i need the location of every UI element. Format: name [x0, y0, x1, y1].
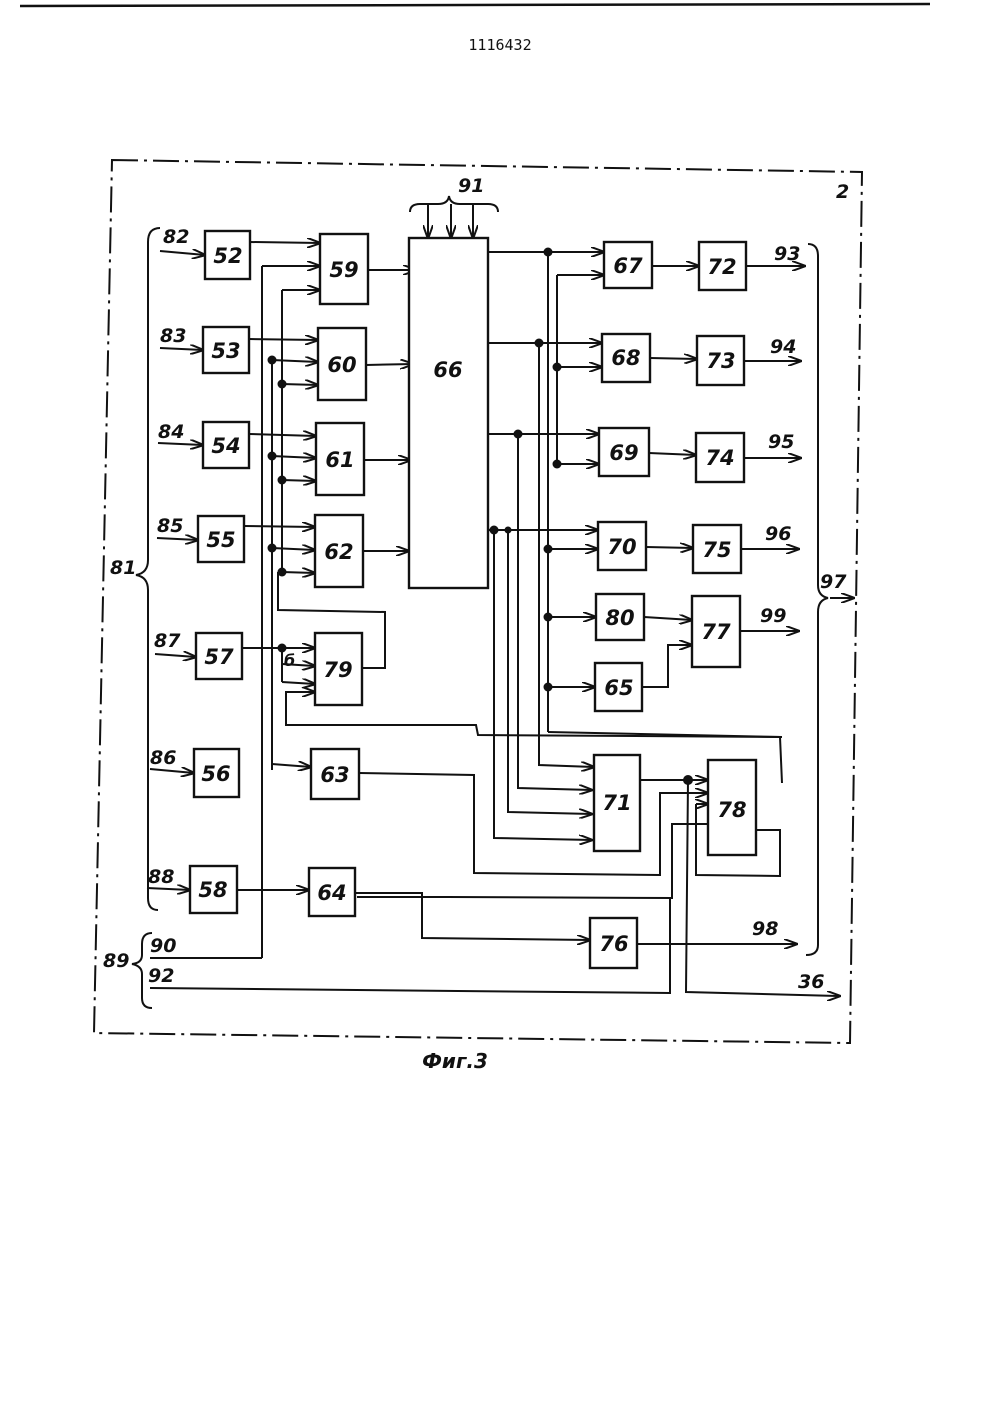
block-57: 57: [196, 633, 242, 679]
block-61: 61: [316, 423, 364, 495]
svg-text:68: 68: [611, 346, 640, 370]
svg-text:58: 58: [198, 878, 227, 902]
svg-text:65: 65: [604, 676, 633, 700]
label-92: 92: [148, 965, 174, 987]
svg-text:64: 64: [317, 881, 346, 905]
block-69: 69: [599, 428, 649, 476]
block-65: 65: [595, 663, 642, 711]
block-62: 62: [315, 515, 363, 587]
svg-text:79: 79: [323, 658, 352, 682]
svg-text:67: 67: [613, 254, 643, 278]
svg-text:75: 75: [702, 538, 731, 562]
svg-text:53: 53: [211, 339, 240, 363]
label-87: 87: [154, 630, 181, 652]
label-96: 96: [765, 523, 791, 545]
label-86: 86: [150, 747, 176, 769]
block-72: 72: [699, 242, 746, 290]
svg-text:69: 69: [609, 441, 638, 465]
svg-text:63: 63: [320, 763, 349, 787]
svg-text:60: 60: [327, 353, 356, 377]
svg-text:80: 80: [605, 606, 634, 630]
svg-text:62: 62: [324, 540, 353, 564]
block-60: 60: [318, 328, 366, 400]
block-80: 80: [596, 594, 644, 640]
label-90: 90: [150, 935, 176, 957]
label-36: 36: [798, 971, 824, 993]
label-82: 82: [163, 226, 189, 248]
patent-number: 1116432: [468, 36, 531, 54]
svg-text:52: 52: [213, 244, 242, 268]
block-70: 70: [598, 522, 646, 570]
label-99: 99: [760, 605, 786, 627]
svg-text:70: 70: [607, 535, 636, 559]
top-rule: [20, 4, 930, 6]
block-74: 74: [696, 433, 744, 482]
svg-text:54: 54: [211, 434, 240, 458]
label-83: 83: [160, 325, 186, 347]
block-53: 53: [203, 327, 249, 373]
block-64: 64: [309, 868, 355, 916]
block-77: 77: [692, 596, 740, 667]
label-98: 98: [752, 918, 778, 940]
svg-text:76: 76: [599, 932, 628, 956]
figure-caption: Фиг.3: [422, 1049, 488, 1073]
block-71: 71: [594, 755, 640, 851]
block-66: 66: [409, 238, 488, 588]
block-54: 54: [203, 422, 249, 468]
block-75: 75: [693, 525, 741, 573]
block-58: 58: [190, 866, 237, 913]
block-55: 55: [198, 516, 244, 562]
block-73: 73: [697, 336, 744, 385]
block-63: 63: [311, 749, 359, 799]
wires: [132, 196, 854, 1008]
svg-text:78: 78: [717, 798, 746, 822]
block-56: 56: [194, 749, 239, 797]
label-81: 81: [110, 557, 136, 579]
label-91: 91: [458, 175, 484, 197]
label-84: 84: [158, 421, 184, 443]
block-78: 78: [708, 760, 756, 855]
label-95: 95: [768, 431, 794, 453]
label-b: б: [284, 651, 295, 670]
svg-text:55: 55: [206, 528, 235, 552]
label-94: 94: [770, 336, 796, 358]
label-93: 93: [774, 243, 800, 265]
label-97: 97: [820, 571, 847, 593]
block-68: 68: [602, 334, 650, 382]
block-76: 76: [590, 918, 637, 968]
svg-text:61: 61: [325, 448, 354, 472]
brace-81: [136, 228, 160, 910]
block-79: 79: [315, 633, 362, 705]
block-52: 52: [205, 231, 250, 279]
svg-text:56: 56: [201, 762, 230, 786]
svg-text:74: 74: [705, 446, 734, 470]
label-85: 85: [157, 515, 183, 537]
svg-text:71: 71: [602, 791, 631, 815]
svg-text:72: 72: [707, 255, 736, 279]
label-88: 88: [148, 866, 174, 888]
frame-label: 2: [836, 181, 849, 203]
svg-text:59: 59: [329, 258, 358, 282]
label-89: 89: [103, 950, 129, 972]
block-59: 59: [320, 234, 368, 304]
block-67: 67: [604, 242, 652, 288]
svg-text:57: 57: [204, 645, 234, 669]
svg-text:73: 73: [706, 349, 735, 373]
svg-text:77: 77: [701, 620, 731, 644]
svg-text:66: 66: [433, 358, 462, 382]
